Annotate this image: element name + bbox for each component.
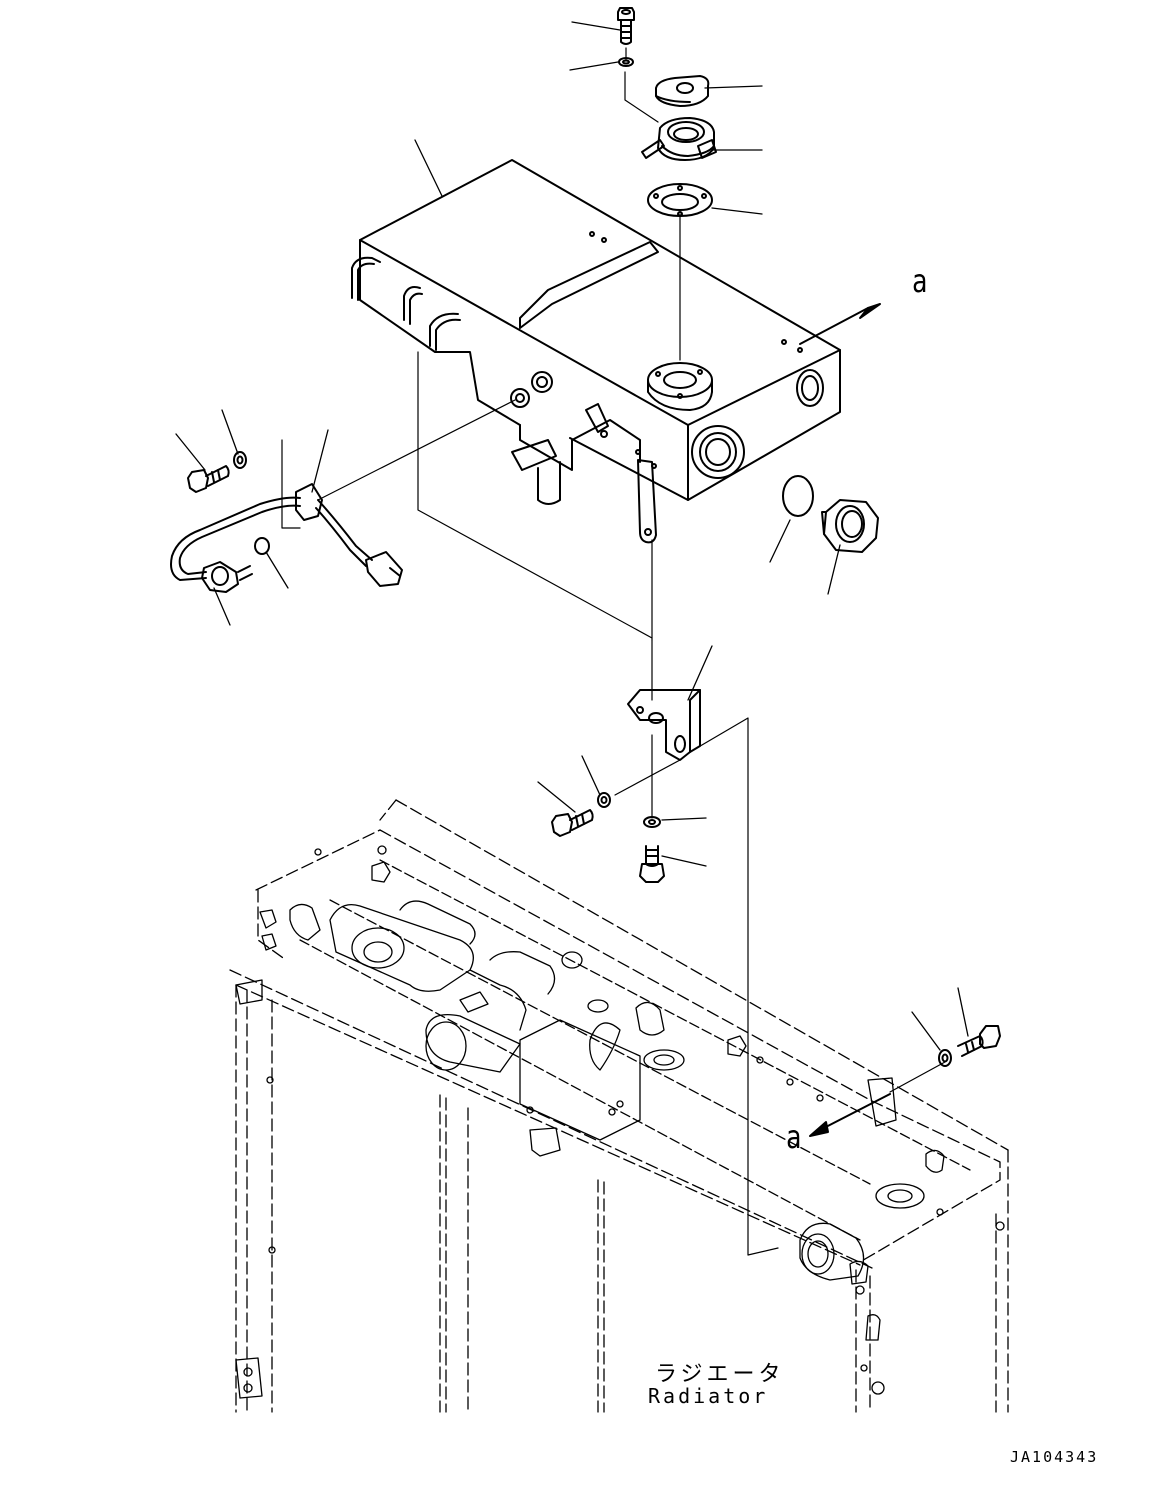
- filler-neck: [641, 117, 717, 161]
- plug-o-ring: [782, 475, 814, 517]
- view-a-label-bottom: a: [786, 1118, 802, 1156]
- view-a-label-top: a: [912, 262, 928, 300]
- sensor: [201, 561, 253, 593]
- sensor-o-ring: [254, 537, 270, 555]
- drawing-number: JA104343: [1010, 1448, 1099, 1466]
- sensor-harness: [170, 483, 403, 587]
- washer-left: [233, 451, 247, 469]
- bolt-mid-left: [551, 809, 594, 837]
- view-a-arrow-top: [799, 303, 881, 345]
- gasket: [647, 183, 713, 217]
- radiator: [229, 799, 1009, 1413]
- reservoir-tank: [351, 159, 841, 544]
- washer-right: [938, 1049, 952, 1067]
- radiator-label-en: Radiator: [648, 1384, 769, 1408]
- bolt-right: [957, 1025, 1001, 1057]
- cap-screw: [617, 7, 635, 45]
- bolt-mid: [639, 845, 665, 883]
- plug: [821, 499, 879, 553]
- radiator-label-jp: ラジエータ: [655, 1362, 785, 1387]
- cap-cover: [655, 75, 710, 107]
- washer-top: [618, 57, 634, 67]
- washer-mid: [643, 816, 661, 828]
- view-a-arrow-bottom: [809, 1093, 891, 1137]
- assembly-lines: [281, 47, 946, 1256]
- bolt-left: [187, 465, 230, 493]
- washer-mid-left: [597, 792, 611, 808]
- bracket: [627, 689, 701, 761]
